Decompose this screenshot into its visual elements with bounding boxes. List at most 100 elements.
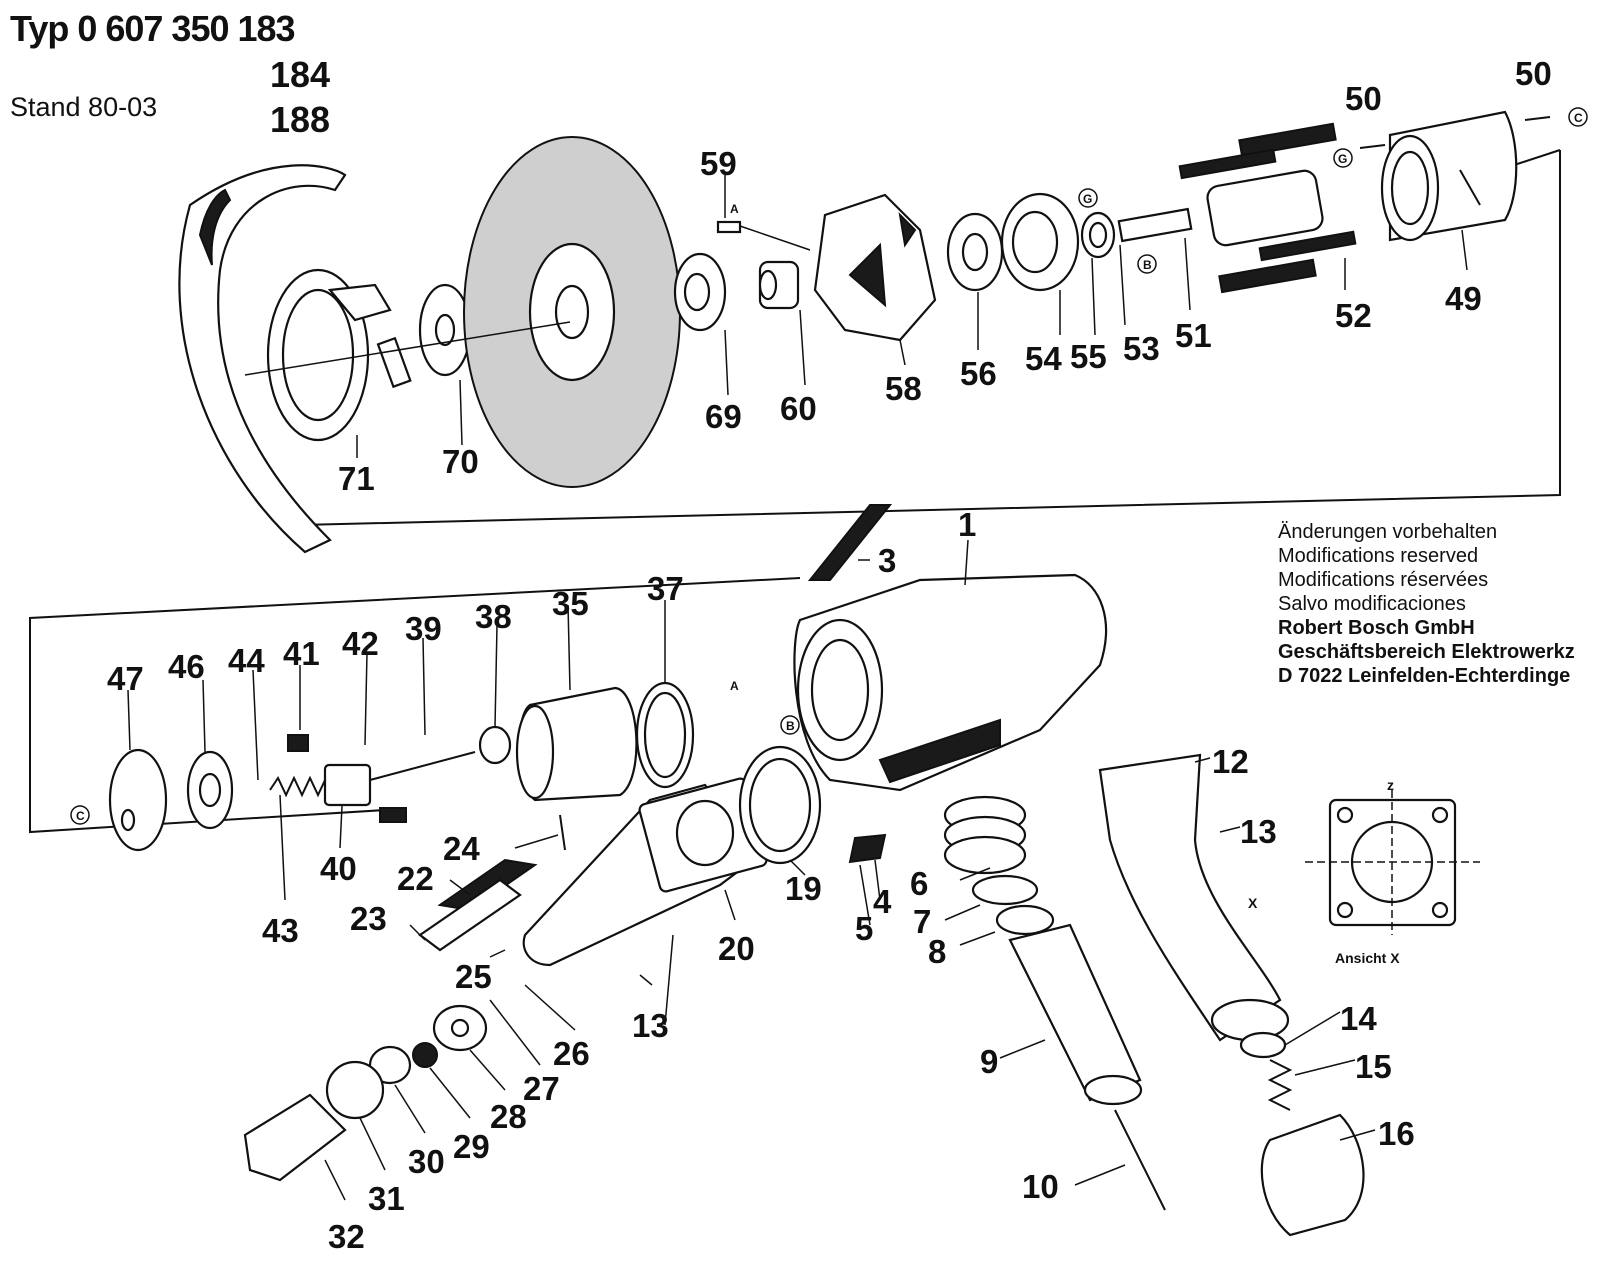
washer-14 — [1239, 1031, 1287, 1059]
connection-mark-a: A — [730, 202, 739, 216]
connection-mark-c: C — [1574, 111, 1583, 125]
view-axis-mark-x: X — [1248, 895, 1258, 911]
part-number-58: 58 — [885, 370, 922, 407]
bearing-46 — [186, 750, 234, 830]
wheel-guard — [178, 164, 412, 554]
part-number-43: 43 — [262, 912, 299, 949]
modification-notice: Änderungen vorbehalten Modifications res… — [1278, 520, 1575, 688]
part-number-70: 70 — [442, 443, 479, 480]
part-number-13: 13 — [1240, 813, 1277, 850]
ball-bearing-56 — [946, 212, 1004, 292]
part-number-27: 27 — [523, 1070, 560, 1107]
part-number-7: 7 — [913, 903, 931, 940]
sleeve-35 — [515, 686, 638, 802]
part-number-5: 5 — [855, 910, 873, 947]
company-division: Geschäftsbereich Elektrowerkz — [1278, 641, 1575, 663]
bearing-housing-54 — [1000, 192, 1080, 292]
plate-3 — [807, 504, 893, 581]
connection-mark-c-lower: C — [76, 809, 85, 823]
part-number-4: 4 — [873, 883, 892, 920]
part-number-35: 35 — [552, 585, 589, 622]
connection-mark-g-rotor: G — [1338, 152, 1347, 166]
part-number-16: 16 — [1378, 1115, 1415, 1152]
ring-7 — [971, 874, 1039, 906]
part-number-24: 24 — [443, 830, 480, 867]
type-variant-188: 188 — [270, 99, 331, 140]
notice-line-es: Salvo modificaciones — [1278, 593, 1466, 615]
part-number-71: 71 — [338, 460, 375, 497]
part-number-30: 30 — [408, 1143, 445, 1180]
governor-40 — [287, 734, 407, 823]
part-number-3: 3 — [878, 542, 896, 579]
screw-4 — [848, 833, 887, 864]
revision-stand: Stand 80-03 — [10, 92, 158, 122]
part-number-12: 12 — [1212, 743, 1249, 780]
view-x-flange: z Ansicht X — [1305, 777, 1480, 966]
part-number-53: 53 — [1123, 330, 1160, 367]
notice-line-fr: Modifications réservées — [1278, 569, 1489, 591]
filter-31 — [325, 1060, 385, 1120]
part-number-47: 47 — [107, 660, 144, 697]
hex-nut-60 — [758, 260, 800, 310]
spring-43 — [269, 775, 327, 798]
part-number-31: 31 — [368, 1180, 405, 1217]
part-number-51: 51 — [1175, 317, 1212, 354]
part-number-50-right: 50 — [1515, 55, 1552, 92]
pin-24 — [559, 814, 566, 851]
ring-53 — [1080, 211, 1116, 259]
screw-59 — [716, 220, 811, 251]
part-number-6: 6 — [910, 865, 928, 902]
part-number-22: 22 — [397, 860, 434, 897]
part-number-46: 46 — [168, 648, 205, 685]
part-number-56: 56 — [960, 355, 997, 392]
part-number-44: 44 — [228, 642, 265, 679]
trigger-22 — [418, 858, 538, 952]
cap-16 — [1260, 1113, 1365, 1237]
part-number-39: 39 — [405, 610, 442, 647]
inlet-fitting-32 — [243, 1093, 347, 1182]
end-cap-47 — [108, 748, 168, 852]
axis-line — [244, 321, 571, 376]
ball-29 — [412, 1042, 438, 1068]
part-number-69: 69 — [705, 398, 742, 435]
company-name: Robert Bosch GmbH — [1278, 617, 1475, 639]
part-number-15: 15 — [1355, 1048, 1392, 1085]
handle-12 — [1098, 753, 1290, 1042]
part-number-38: 38 — [475, 598, 512, 635]
part-number-9: 9 — [980, 1043, 998, 1080]
sleeve-9 — [1008, 923, 1143, 1106]
part-number-25: 25 — [455, 958, 492, 995]
part-number-52: 52 — [1335, 297, 1372, 334]
flange — [418, 283, 472, 377]
part-number-29: 29 — [453, 1128, 490, 1165]
part-number-55: 55 — [1070, 338, 1107, 375]
valve-stem-10 — [1114, 1109, 1166, 1211]
part-number-14: 14 — [1340, 1000, 1377, 1037]
washer-28 — [432, 1004, 488, 1052]
part-number-40: 40 — [320, 850, 357, 887]
spring-6 — [943, 795, 1027, 875]
part-number-32: 32 — [328, 1218, 365, 1255]
motor-housing-1 — [793, 573, 1108, 792]
valve-seat-8 — [995, 904, 1055, 936]
part-number-60: 60 — [780, 390, 817, 427]
part-number-19: 19 — [785, 870, 822, 907]
bushing-38 — [478, 725, 512, 765]
connection-mark-a-lower: A — [730, 679, 739, 693]
pin-39 — [369, 751, 476, 781]
grinding-wheel — [463, 136, 681, 488]
connection-mark-b-lower: B — [786, 719, 795, 733]
part-number-42: 42 — [342, 625, 379, 662]
part-number-8: 8 — [928, 933, 946, 970]
connection-mark-b: B — [1143, 258, 1152, 272]
cap-30 — [368, 1045, 412, 1085]
nut-69 — [673, 252, 727, 332]
part-number-23: 23 — [350, 900, 387, 937]
company-address: D 7022 Leinfelden-Echterdinge — [1278, 665, 1571, 687]
rotor-51 — [1117, 169, 1324, 247]
part-number-1: 1 — [958, 506, 976, 543]
part-number-41: 41 — [283, 635, 320, 672]
view-x-label: Ansicht X — [1335, 950, 1400, 966]
part-number-59: 59 — [700, 145, 737, 182]
fan-hub-58 — [813, 193, 937, 342]
